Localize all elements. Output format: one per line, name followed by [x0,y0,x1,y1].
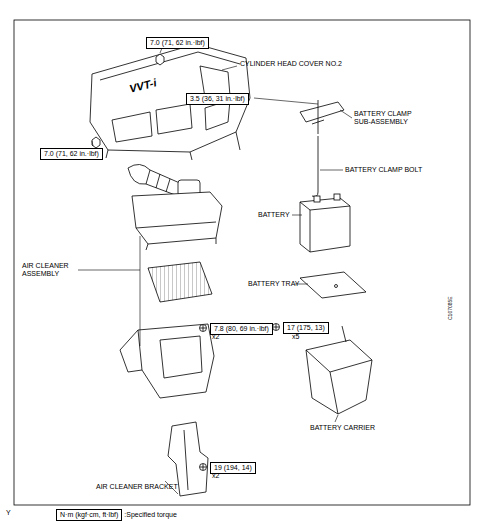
torque-value: 3.5 (36, 31 in.·lbf) [190,95,245,103]
torque-spec-box: 17 (175, 13) [283,322,329,334]
torque-value: 17 (175, 13) [287,324,325,332]
part-label: AIR CLEANER BRACKET [96,483,178,491]
torque-value: 7.0 (71, 62 in.·lbf) [44,150,99,158]
air-cleaner-upper [128,164,222,250]
part-label: BATTERY TRAY [248,280,299,288]
battery [300,194,350,252]
part-label: BATTERY CLAMP BOLT [345,166,422,174]
air-filter-element [148,262,212,302]
part-label: BATTERY CLAMP SUB-ASSEMBLY [354,110,416,126]
torque-value: 7.0 (71, 62 in.·lbf) [150,39,205,47]
part-label: x2 [212,472,219,480]
cylinder-head-cover [90,44,250,160]
torque-spec-box: 3.5 (36, 31 in.·lbf) [186,93,249,105]
battery-tray [300,272,366,298]
part-label: x5 [292,333,299,341]
battery-clamp [300,100,344,197]
part-label: CYLINDER HEAD COVER NO.2 [240,60,342,68]
part-label: VVT-i [128,76,158,95]
torque-spec-box: 7.0 (71, 62 in.·lbf) [40,148,103,160]
nut [92,54,164,148]
part-label: AIR CLEANER ASSEMBLY [22,262,80,278]
torque-spec-box: 7.0 (71, 62 in.·lbf) [146,37,209,49]
air-cleaner-lower [120,324,214,398]
torque-value: 19 (194, 14) [214,464,252,472]
part-label: x2 [212,333,219,341]
torque-spec-box: 7.8 (80, 69 in.·lbf) [210,323,273,335]
torque-value: N·m (kgf·cm, ft·lbf) [60,511,118,519]
frame [14,20,470,505]
torque-spec-box: N·m (kgf·cm, ft·lbf) [56,509,122,521]
part-label: C107085E [448,296,454,320]
part-label: BATTERY [258,211,290,219]
part-label: Y [6,509,11,517]
torque-value: 7.8 (80, 69 in.·lbf) [214,325,269,333]
part-label: :Specified torque [124,511,177,519]
battery-carrier [273,324,373,415]
part-label: BATTERY CARRIER [310,424,375,432]
